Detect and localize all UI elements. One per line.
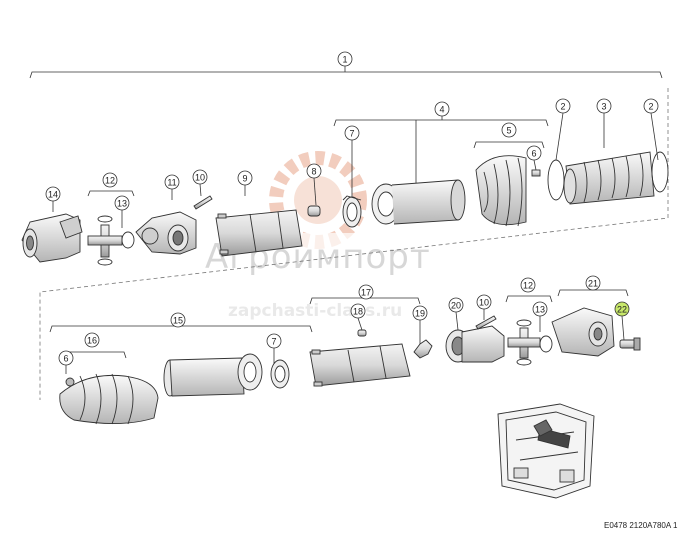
svg-text:1: 1: [342, 55, 347, 65]
svg-text:7: 7: [349, 129, 354, 139]
svg-text:11: 11: [167, 178, 176, 188]
svg-text:18: 18: [353, 307, 363, 317]
callout-10-top: 10: [192, 169, 208, 185]
svg-text:3: 3: [601, 102, 606, 112]
figure-reference: E0478 2120A780A 1: [604, 521, 678, 530]
svg-text:2: 2: [560, 102, 565, 112]
callout-12-top: 12: [102, 172, 118, 188]
watermark-site: zapchasti-claas.ru: [228, 301, 402, 321]
callout-17: 17: [358, 284, 374, 300]
callout-12-bottom: 12: [520, 277, 536, 293]
top-assembly-boundary: [39, 88, 669, 400]
callout-4: 4: [434, 101, 450, 117]
callout-labels: 1 2 2 3 4 5 6 6 7 7 8 9 10 10 11 12 12 1…: [45, 51, 659, 366]
end-yoke-bottom: [551, 307, 615, 357]
callout-15: 15: [170, 312, 186, 328]
callout-11: 11: [164, 174, 180, 190]
profile-tube-outer: [309, 343, 411, 387]
callout-7-top: 7: [344, 125, 360, 141]
plug-part: [307, 205, 321, 217]
svg-text:6: 6: [531, 149, 536, 159]
outer-guard-tube: [371, 179, 466, 225]
pin-bottom: [475, 315, 497, 330]
svg-text:4: 4: [439, 105, 444, 115]
grease-nipple: [357, 329, 367, 337]
pin-top: [193, 195, 213, 210]
yoke-end-part: [21, 213, 83, 263]
svg-text:2: 2: [648, 102, 653, 112]
machine-detail-inset: [497, 403, 595, 499]
svg-text:16: 16: [87, 336, 97, 346]
callout-1: 1: [337, 51, 353, 67]
star-profile-part: [413, 339, 433, 359]
cross-joint-bottom: [507, 319, 553, 366]
svg-text:10: 10: [195, 173, 205, 183]
callout-18: 18: [350, 303, 366, 319]
callout-2-right: 2: [643, 98, 659, 114]
callout-9: 9: [237, 170, 253, 186]
cross-joint-top: [87, 215, 135, 266]
callout-22-highlighted: 22: [614, 301, 630, 317]
svg-text:5: 5: [506, 126, 511, 136]
callout-6-top: 6: [526, 145, 542, 161]
callout-6-bottom: 6: [58, 350, 74, 366]
callout-21: 21: [585, 275, 601, 291]
callout-5: 5: [501, 122, 517, 138]
yoke-bottom: [445, 325, 505, 363]
bearing-ring-bottom: [270, 359, 290, 389]
svg-text:6: 6: [63, 354, 68, 364]
callout-16: 16: [84, 332, 100, 348]
svg-text:20: 20: [451, 301, 461, 311]
svg-text:12: 12: [523, 281, 533, 291]
svg-text:14: 14: [48, 190, 58, 200]
svg-text:12: 12: [105, 176, 115, 186]
svg-text:21: 21: [588, 279, 598, 289]
callout-2-left: 2: [555, 98, 571, 114]
guard-cone-top: [475, 155, 527, 227]
callout-19: 19: [412, 305, 428, 321]
svg-text:17: 17: [361, 288, 371, 298]
bellows-with-clamps: [547, 151, 669, 205]
callout-13-bottom: 13: [532, 301, 548, 317]
svg-text:13: 13: [117, 199, 127, 209]
profile-tube-inner: [215, 209, 303, 257]
svg-text:9: 9: [242, 174, 247, 184]
callout-10-bottom: 10: [476, 294, 492, 310]
inner-yoke-part: [135, 211, 197, 255]
svg-text:15: 15: [173, 316, 183, 326]
bearing-ring-top: [342, 195, 362, 228]
svg-text:19: 19: [415, 309, 425, 319]
locking-bolt-part: [619, 337, 641, 351]
callout-20: 20: [448, 297, 464, 313]
svg-text:8: 8: [311, 167, 316, 177]
svg-text:13: 13: [535, 305, 545, 315]
callout-14: 14: [45, 186, 61, 202]
screw-top: [531, 169, 541, 177]
callout-7-bottom: 7: [266, 333, 282, 349]
callout-3: 3: [596, 98, 612, 114]
guard-tube-bottom: [163, 353, 263, 397]
bellows-bottom: [59, 373, 159, 425]
callout-13-top: 13: [114, 195, 130, 211]
svg-text:10: 10: [479, 298, 489, 308]
svg-text:7: 7: [271, 337, 276, 347]
svg-text:22: 22: [617, 305, 627, 315]
callout-8: 8: [306, 163, 322, 179]
